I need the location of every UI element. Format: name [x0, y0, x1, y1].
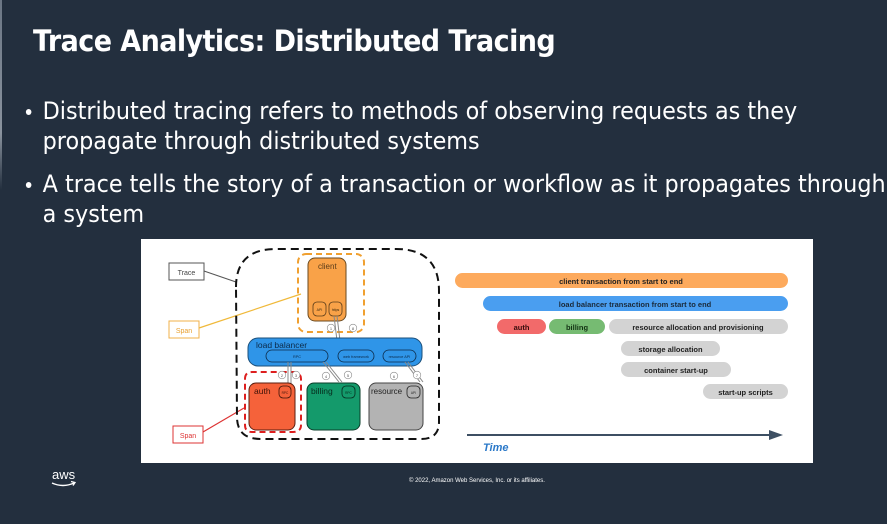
resource-label: resource: [371, 387, 403, 396]
svg-text:1: 1: [330, 326, 333, 331]
bullet-list: Distributed tracing refers to methods of…: [24, 96, 887, 242]
step-badge: 6: [389, 371, 399, 381]
step-badge: 3: [291, 370, 301, 380]
aws-logo-text: aws: [52, 467, 76, 482]
timeline-bar: billing: [549, 319, 605, 334]
timeline-bar: storage allocation: [621, 341, 720, 356]
client-label: client: [318, 262, 337, 271]
svg-text:load balancer transaction from: load balancer transaction from start to …: [559, 300, 712, 309]
step-badge: 5: [343, 370, 353, 380]
step-badge: 4: [321, 371, 331, 381]
step-badge: 2: [277, 370, 287, 380]
service-billing: billing RPC: [306, 382, 361, 431]
lb-port-resource-api: resource API: [389, 355, 411, 359]
step-badge: 1: [326, 323, 336, 333]
svg-text:7: 7: [416, 373, 419, 378]
timeline-bar: container start-up: [621, 362, 731, 377]
svg-text:client transaction from start: client transaction from start to end: [559, 277, 683, 286]
load-balancer-label: load balancer: [256, 340, 307, 350]
timeline-bar: load balancer transaction from start to …: [483, 296, 788, 311]
timeline: client transaction from start to end loa…: [455, 273, 788, 399]
svg-text:5: 5: [347, 373, 350, 378]
service-resource: resource API: [368, 382, 424, 431]
time-axis: Time: [467, 430, 783, 454]
billing-label: billing: [311, 386, 333, 396]
service-load-balancer: load balancer RPC web framework resource…: [247, 337, 423, 367]
bullet-item: Distributed tracing refers to methods of…: [24, 96, 887, 156]
service-auth: auth RPC: [248, 382, 296, 431]
lb-port-web-framework: web framework: [343, 355, 369, 359]
svg-text:6: 6: [393, 374, 396, 379]
svg-text:8: 8: [352, 326, 355, 331]
auth-label: auth: [254, 386, 271, 396]
trace-boundary: [234, 248, 440, 440]
svg-text:4: 4: [325, 374, 328, 379]
legend-span-client: Span: [168, 293, 302, 339]
bullet-dot-icon: [25, 109, 32, 115]
legend-trace: Trace: [168, 262, 237, 283]
tracing-diagram: Trace Span Span client API https: [141, 239, 813, 463]
time-axis-label: Time: [483, 442, 508, 454]
bullet-item: A trace tells the story of a transaction…: [24, 169, 887, 229]
arrow-right-icon: [769, 430, 783, 440]
copyright-notice: © 2022, Amazon Web Services, Inc. or its…: [409, 478, 545, 484]
client-port-api: API: [317, 308, 323, 312]
timeline-bar: start-up scripts: [703, 384, 788, 399]
diagram-canvas: Trace Span Span client API https: [168, 248, 788, 454]
window-edge: [0, 0, 2, 190]
step-badge: 8: [348, 323, 358, 333]
auth-port-rpc: RPC: [282, 391, 289, 395]
bullet-dot-icon: [25, 182, 32, 188]
timeline-bar: client transaction from start to end: [455, 273, 788, 288]
svg-text:start-up scripts: start-up scripts: [718, 388, 773, 397]
bullet-text: Distributed tracing refers to methods of…: [42, 97, 798, 155]
legend-span-label: Span: [180, 433, 196, 440]
timeline-bar: resource allocation and provisioning: [609, 319, 788, 334]
svg-text:container start-up: container start-up: [644, 366, 708, 375]
bullet-text: A trace tells the story of a transaction…: [42, 170, 886, 228]
service-client: client API https: [307, 257, 347, 322]
svg-text:resource allocation and provis: resource allocation and provisioning: [632, 323, 764, 332]
svg-text:billing: billing: [566, 323, 588, 332]
aws-logo: aws: [49, 467, 81, 491]
slide-title: Trace Analytics: Distributed Tracing: [33, 24, 556, 58]
lb-port-rpc: RPC: [293, 355, 301, 359]
legend-span-auth: Span: [172, 407, 245, 444]
resource-port-api: API: [411, 391, 416, 395]
step-badge: 7: [412, 370, 422, 380]
svg-text:2: 2: [281, 373, 284, 378]
client-port-https: https: [332, 308, 340, 312]
legend-trace-label: Trace: [178, 270, 196, 277]
legend-span-label: Span: [176, 328, 192, 335]
svg-text:auth: auth: [514, 323, 530, 332]
timeline-bar: auth: [497, 319, 546, 334]
svg-text:3: 3: [295, 373, 298, 378]
billing-port-rpc: RPC: [345, 391, 352, 395]
svg-text:storage allocation: storage allocation: [638, 345, 703, 354]
